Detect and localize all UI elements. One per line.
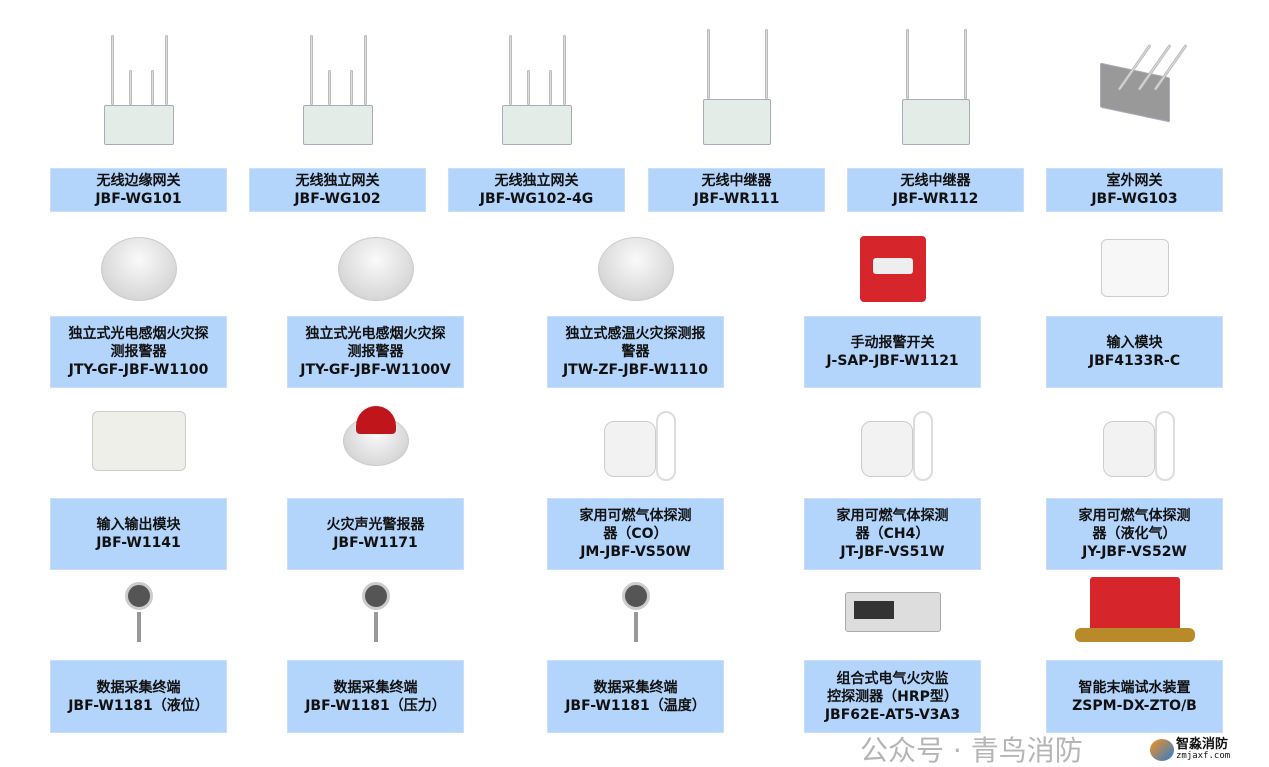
label-line: 测报警器 [110,344,167,360]
label-line: 测报警器 [347,344,404,360]
logo-url: zmjaxf.com [1176,751,1231,761]
site-logo: 智淼消防 zmjaxf.com [1150,737,1231,762]
label-line: 输入模块 [1106,335,1163,351]
product-label: 火灾声光警报器 JBF-W1171 [287,498,464,570]
label-line: 无线边缘网关 [96,173,181,189]
product-label: 无线中继器 JBF-WR111 [648,168,825,212]
label-line: 控探测器（HRP型） [827,688,958,705]
product-label: 独立式光电感烟火灾探测报警器 JTY-GF-JBF-W1100V [287,316,464,388]
label-line: 警器 [621,344,650,360]
logo-name: 智淼消防 [1176,737,1229,752]
label-line: JTY-GF-JBF-W1100 [68,362,209,378]
label-line: 数据采集终端 [593,679,678,696]
label-line: JY-JBF-VS52W [1082,544,1187,560]
label-line: 火灾声光警报器 [326,517,425,533]
label-line: 家用可燃气体探测 [579,508,692,524]
product-label: 家用可燃气体探测器（CO） JM-JBF-VS50W [547,498,724,570]
product-label: 无线独立网关 JBF-WG102 [249,168,426,212]
label-line: JBF-WG103 [1091,191,1178,207]
product-label: 输入模块 JBF4133R-C [1046,316,1223,388]
watermark: 公众号 · 青鸟消防 [860,734,1083,767]
product-label: 无线独立网关 JBF-WG102-4G [448,168,625,212]
label-line: J-SAP-JBF-W1121 [826,353,959,369]
label-line: JBF-WG102 [294,191,381,207]
product-label: 无线边缘网关 JBF-WG101 [50,168,227,212]
label-line: 手动报警开关 [850,335,935,351]
label-line: 独立式光电感烟火灾探 [305,326,446,342]
label-line: 器（液化气） [1092,526,1177,542]
label-line: JBF-WG102-4G [479,191,594,207]
label-line: 家用可燃气体探测 [836,508,949,524]
label-line: 独立式光电感烟火灾探 [68,326,209,342]
label-line: JBF-W1171 [333,535,418,551]
product-label: 独立式光电感烟火灾探测报警器 JTY-GF-JBF-W1100 [50,316,227,388]
product-label: 手动报警开关 J-SAP-JBF-W1121 [804,316,981,388]
label-line: 数据采集终端 [96,679,181,696]
label-line: 组合式电气火灾监 [836,670,949,687]
label-line: 无线独立网关 [295,173,380,189]
label-line: 数据采集终端 [333,679,418,696]
label-line: 器（CO） [603,526,668,542]
label-line: 器（CH4） [855,526,930,542]
product-label: 独立式感温火灾探测报警器 JTW-ZF-JBF-W1110 [547,316,724,388]
label-line: JBF-W1141 [96,535,181,551]
label-line: 输入输出模块 [96,517,181,533]
label-line: JBF-WR111 [693,191,780,207]
label-line: 独立式感温火灾探测报 [565,326,706,342]
label-line: 智能末端试水装置 [1078,679,1191,696]
label-line: ZSPM-DX-ZTO/B [1072,697,1197,714]
label-line: JTW-ZF-JBF-W1110 [562,362,709,378]
label-line: JT-JBF-VS51W [840,544,945,560]
logo-icon [1150,739,1174,761]
label-line: JTY-GF-JBF-W1100V [300,362,451,378]
label-line: JBF-W1181（温度） [565,697,706,714]
label-line: JBF-WR112 [892,191,979,207]
label-line: JBF-W1181（液位） [68,697,209,714]
label-line: 无线中继器 [701,173,772,189]
label-line: 室外网关 [1106,173,1163,189]
label-line: JM-JBF-VS50W [580,544,691,560]
product-label: 家用可燃气体探测器（液化气） JY-JBF-VS52W [1046,498,1223,570]
label-line: JBF-W1181（压力） [305,697,446,714]
label-line: JBF-WG101 [95,191,182,207]
product-label: 家用可燃气体探测器（CH4） JT-JBF-VS51W [804,498,981,570]
product-label: 组合式电气火灾监控探测器（HRP型）JBF62E-AT5-V3A3 [804,660,981,733]
product-label: 输入输出模块 JBF-W1141 [50,498,227,570]
product-label: 无线中继器 JBF-WR112 [847,168,1024,212]
label-line: 无线中继器 [900,173,971,189]
label-line: JBF4133R-C [1088,353,1181,369]
product-label: 室外网关 JBF-WG103 [1046,168,1223,212]
label-line: JBF62E-AT5-V3A3 [824,706,961,723]
label-line: 无线独立网关 [494,173,579,189]
label-line: 家用可燃气体探测 [1078,508,1191,524]
